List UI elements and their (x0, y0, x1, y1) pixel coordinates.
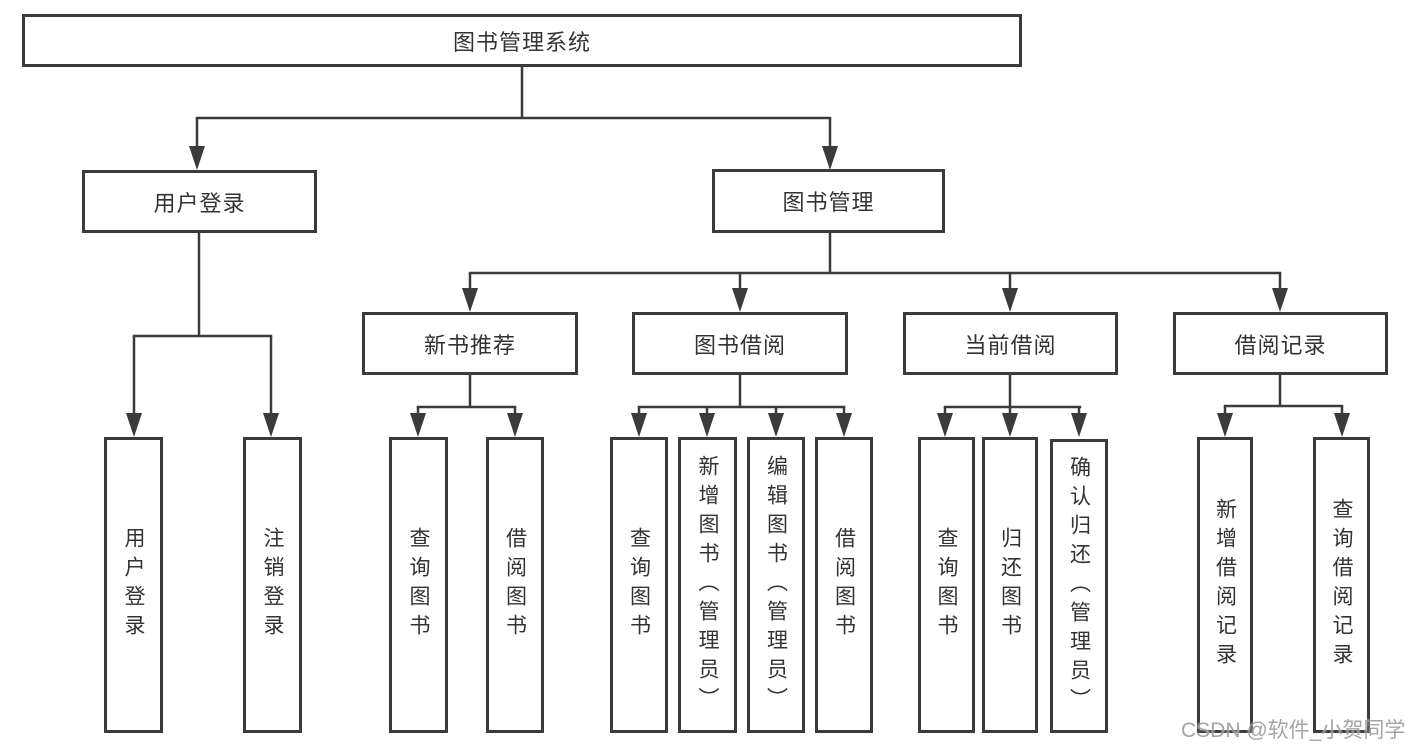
arrowhead-icon (937, 413, 953, 437)
edge-book-borrow-children (631, 375, 852, 437)
node-leaf-confirm-return-admin: 确认归还（管理员） (1050, 439, 1108, 733)
node-leaf-add-borrow-record: 新增借阅记录 (1197, 437, 1253, 733)
node-user-login: 用户登录 (82, 170, 317, 233)
node-label: 借阅图书 (832, 527, 856, 643)
node-leaf-borrow-books-1: 借阅图书 (486, 437, 544, 733)
arrowhead-icon (1217, 413, 1233, 437)
node-label: 查询图书 (935, 527, 958, 643)
arrowhead-icon (1002, 288, 1018, 312)
node-label: 归还图书 (998, 527, 1022, 643)
edge-book-mgmt-children (462, 233, 1288, 312)
node-label: 用户登录 (122, 527, 145, 643)
edge-root-to-level2 (189, 67, 838, 170)
arrowhead-icon (822, 146, 838, 170)
node-leaf-logout: 注销登录 (243, 437, 302, 733)
node-label: 用户登录 (153, 190, 246, 216)
arrowhead-icon (1071, 413, 1087, 437)
arrowhead-icon (836, 413, 852, 437)
arrowhead-icon (1334, 413, 1350, 437)
node-label: 新书推荐 (423, 332, 516, 358)
arrowhead-icon (263, 413, 279, 437)
node-label: 新增图书（管理员） (696, 454, 719, 716)
arrowhead-icon (1002, 413, 1018, 437)
node-label: 图书管理系统 (452, 29, 591, 55)
arrowhead-icon (699, 413, 715, 437)
arrowhead-icon (126, 413, 142, 437)
arrowhead-icon (189, 146, 205, 170)
edge-new-books-children (410, 375, 523, 437)
node-leaf-query-books-3: 查询图书 (918, 437, 975, 733)
node-label: 新增借阅记录 (1213, 498, 1237, 672)
node-leaf-add-books-admin: 新增图书（管理员） (678, 437, 737, 733)
node-label: 编辑图书（管理员） (764, 454, 788, 716)
node-new-books: 新书推荐 (362, 312, 578, 375)
node-leaf-query-books-2: 查询图书 (610, 437, 668, 733)
node-book-borrow: 图书借阅 (632, 312, 848, 375)
node-label: 图书管理 (782, 190, 875, 215)
edge-borrow-records-children (1217, 375, 1350, 437)
csdn-watermark: CSDN @软件_小贺同学 (1181, 719, 1405, 742)
arrowhead-icon (507, 413, 523, 437)
node-label: 借阅图书 (503, 527, 527, 643)
node-label: 查询图书 (627, 527, 651, 643)
node-leaf-user-login: 用户登录 (104, 437, 163, 733)
node-label: 图书借阅 (693, 332, 786, 358)
node-leaf-edit-books-admin: 编辑图书（管理员） (747, 437, 805, 733)
node-leaf-borrow-books-2: 借阅图书 (815, 437, 873, 733)
node-book-mgmt: 图书管理 (712, 169, 945, 233)
node-root: 图书管理系统 (22, 14, 1022, 67)
node-leaf-return-books: 归还图书 (982, 437, 1038, 733)
node-current-borrow: 当前借阅 (903, 312, 1118, 375)
arrowhead-icon (631, 413, 647, 437)
edge-current-borrow-children (937, 375, 1087, 437)
node-label: 借阅记录 (1234, 332, 1327, 358)
node-label: 注销登录 (261, 527, 284, 643)
node-label: 当前借阅 (964, 332, 1057, 358)
arrowhead-icon (732, 288, 748, 312)
arrowhead-icon (410, 413, 426, 437)
node-leaf-query-books-1: 查询图书 (389, 437, 448, 733)
node-leaf-query-borrow-record: 查询借阅记录 (1313, 437, 1370, 733)
edge-user-login-children (126, 233, 279, 437)
node-borrow-records: 借阅记录 (1173, 312, 1388, 375)
arrowhead-icon (768, 413, 784, 437)
node-label: 查询借阅记录 (1330, 498, 1353, 672)
node-label: 查询图书 (407, 527, 430, 643)
arrowhead-icon (462, 288, 478, 312)
arrowhead-icon (1272, 288, 1288, 312)
node-label: 确认归还（管理员） (1067, 455, 1091, 717)
